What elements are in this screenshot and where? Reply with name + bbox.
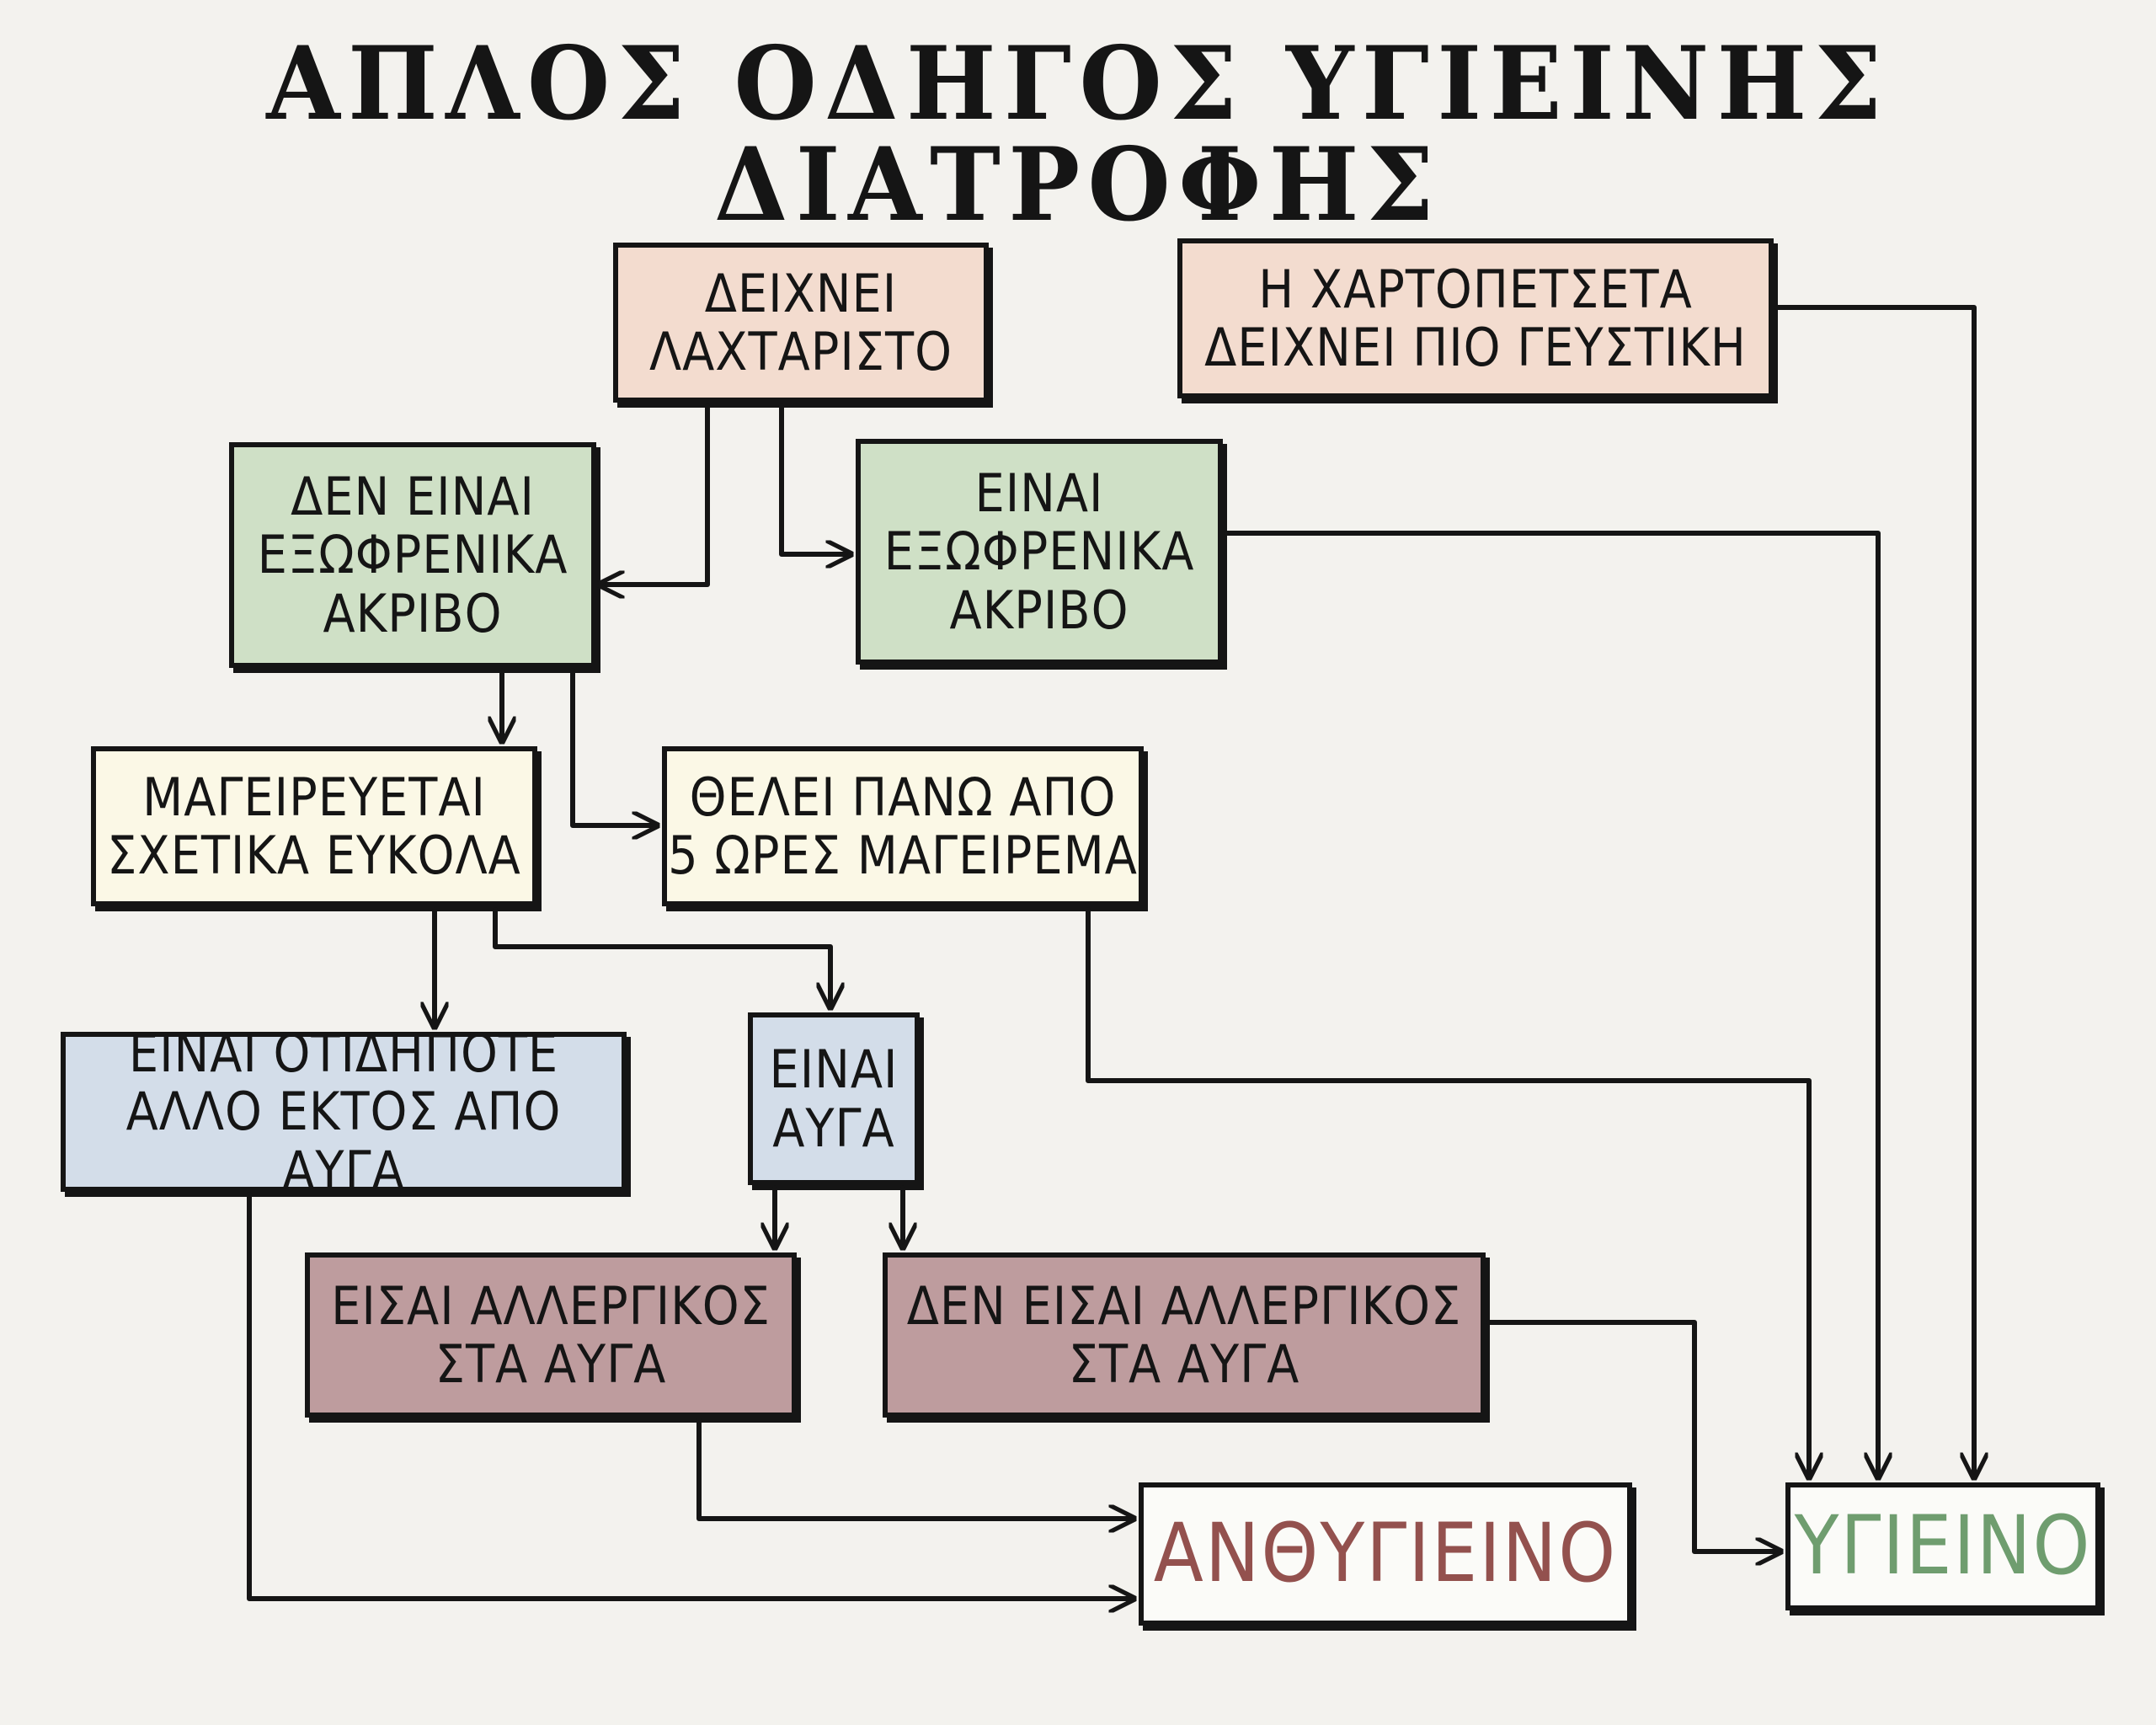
arrow-not-expensive-to-long-cook: [570, 668, 657, 825]
arrow-not-eggs-to-unhealthy: [247, 1192, 1134, 1599]
node-not-expensive-label: ΔΕΝ ΕΙΝΑΙ ΕΞΩΦΡΕΝΙΚΑ ΑΚΡΙΒΟ: [257, 465, 568, 644]
arrow-long-cook-to-healthy: [1086, 907, 1809, 1477]
node-eggs-label: ΕΙΝΑΙ ΑΥΓΑ: [769, 1039, 899, 1159]
result-healthy-label: ΥΓΙΕΙΝΟ: [1794, 1498, 2092, 1594]
node-looks-tasty-label: ΔΕΙΧΝΕΙ ΛΑΧΤΑΡΙΣΤΟ: [649, 262, 953, 382]
node-expensive: ΕΙΝΑΙ ΕΞΩΦΡΕΝΙΚΑ ΑΚΡΙΒΟ: [856, 439, 1223, 665]
arrow-easy-cook-to-eggs: [493, 907, 830, 1007]
node-napkin-tastier: Η ΧΑΡΤΟΠΕΤΣΕΤΑ ΔΕΙΧΝΕΙ ΠΙΟ ΓΕΥΣΤΙΚΗ: [1177, 238, 1774, 398]
node-long-cook: ΘΕΛΕΙ ΠΑΝΩ ΑΠΟ 5 ΩΡΕΣ ΜΑΓΕΙΡΕΜΑ: [662, 746, 1144, 906]
arrow-allergic-to-unhealthy: [696, 1418, 1134, 1519]
node-not-eggs: ΕΙΝΑΙ ΟΤΙΔΗΠΟΤΕ ΑΛΛΟ ΕΚΤΟΣ ΑΠΟ ΑΥΓΑ: [61, 1024, 627, 1199]
node-allergic-label: ΕΙΣΑΙ ΑΛΛΕΡΓΙΚΟΣ ΣΤΑ ΑΥΓΑ: [331, 1274, 771, 1395]
arrow-not-allergic-to-healthy: [1486, 1320, 1780, 1551]
node-napkin-tastier-label: Η ΧΑΡΤΟΠΕΤΣΕΤΑ ΔΕΙΧΝΕΙ ΠΙΟ ΓΕΥΣΤΙΚΗ: [1204, 258, 1747, 378]
node-easy-cook-label: ΜΑΓΕΙΡΕΥΕΤΑΙ ΣΧΕΤΙΚΑ ΕΥΚΟΛΑ: [107, 766, 521, 886]
node-not-allergic: ΔΕΝ ΕΙΣΑΙ ΑΛΛΕΡΓΙΚΟΣ ΣΤΑ ΑΥΓΑ: [883, 1252, 1486, 1418]
node-not-expensive: ΔΕΝ ΕΙΝΑΙ ΕΞΩΦΡΕΝΙΚΑ ΑΚΡΙΒΟ: [229, 442, 596, 668]
node-not-allergic-label: ΔΕΝ ΕΙΣΑΙ ΑΛΛΕΡΓΙΚΟΣ ΣΤΑ ΑΥΓΑ: [906, 1274, 1462, 1395]
result-unhealthy: ΑΝΘΥΓΙΕΙΝΟ: [1139, 1482, 1632, 1626]
node-long-cook-label: ΘΕΛΕΙ ΠΑΝΩ ΑΠΟ 5 ΩΡΕΣ ΜΑΓΕΙΡΕΜΑ: [668, 766, 1138, 886]
node-eggs: ΕΙΝΑΙ ΑΥΓΑ: [748, 1012, 920, 1185]
arrow-expensive-to-healthy: [1224, 531, 1878, 1477]
arrow-tasty-to-expensive: [779, 403, 851, 554]
node-allergic: ΕΙΣΑΙ ΑΛΛΕΡΓΙΚΟΣ ΣΤΑ ΑΥΓΑ: [305, 1252, 797, 1418]
node-expensive-label: ΕΙΝΑΙ ΕΞΩΦΡΕΝΙΚΑ ΑΚΡΙΒΟ: [883, 462, 1195, 641]
arrow-napkin-to-healthy: [1774, 305, 1974, 1477]
result-unhealthy-label: ΑΝΘΥΓΙΕΙΝΟ: [1153, 1506, 1618, 1601]
node-looks-tasty: ΔΕΙΧΝΕΙ ΛΑΧΤΑΡΙΣΤΟ: [613, 243, 989, 403]
arrow-tasty-to-not-expensive: [600, 403, 710, 585]
node-not-eggs-label: ΕΙΝΑΙ ΟΤΙΔΗΠΟΤΕ ΑΛΛΟ ΕΚΤΟΣ ΑΠΟ ΑΥΓΑ: [125, 1022, 562, 1201]
result-healthy: ΥΓΙΕΙΝΟ: [1785, 1482, 2100, 1610]
page-title: ΑΠΛΟΣ ΟΔΗΓΟΣ ΥΓΙΕΙΝΗΣ ΔΙΑΤΡΟΦΗΣ: [266, 24, 1890, 244]
node-easy-cook: ΜΑΓΕΙΡΕΥΕΤΑΙ ΣΧΕΤΙΚΑ ΕΥΚΟΛΑ: [91, 746, 537, 906]
